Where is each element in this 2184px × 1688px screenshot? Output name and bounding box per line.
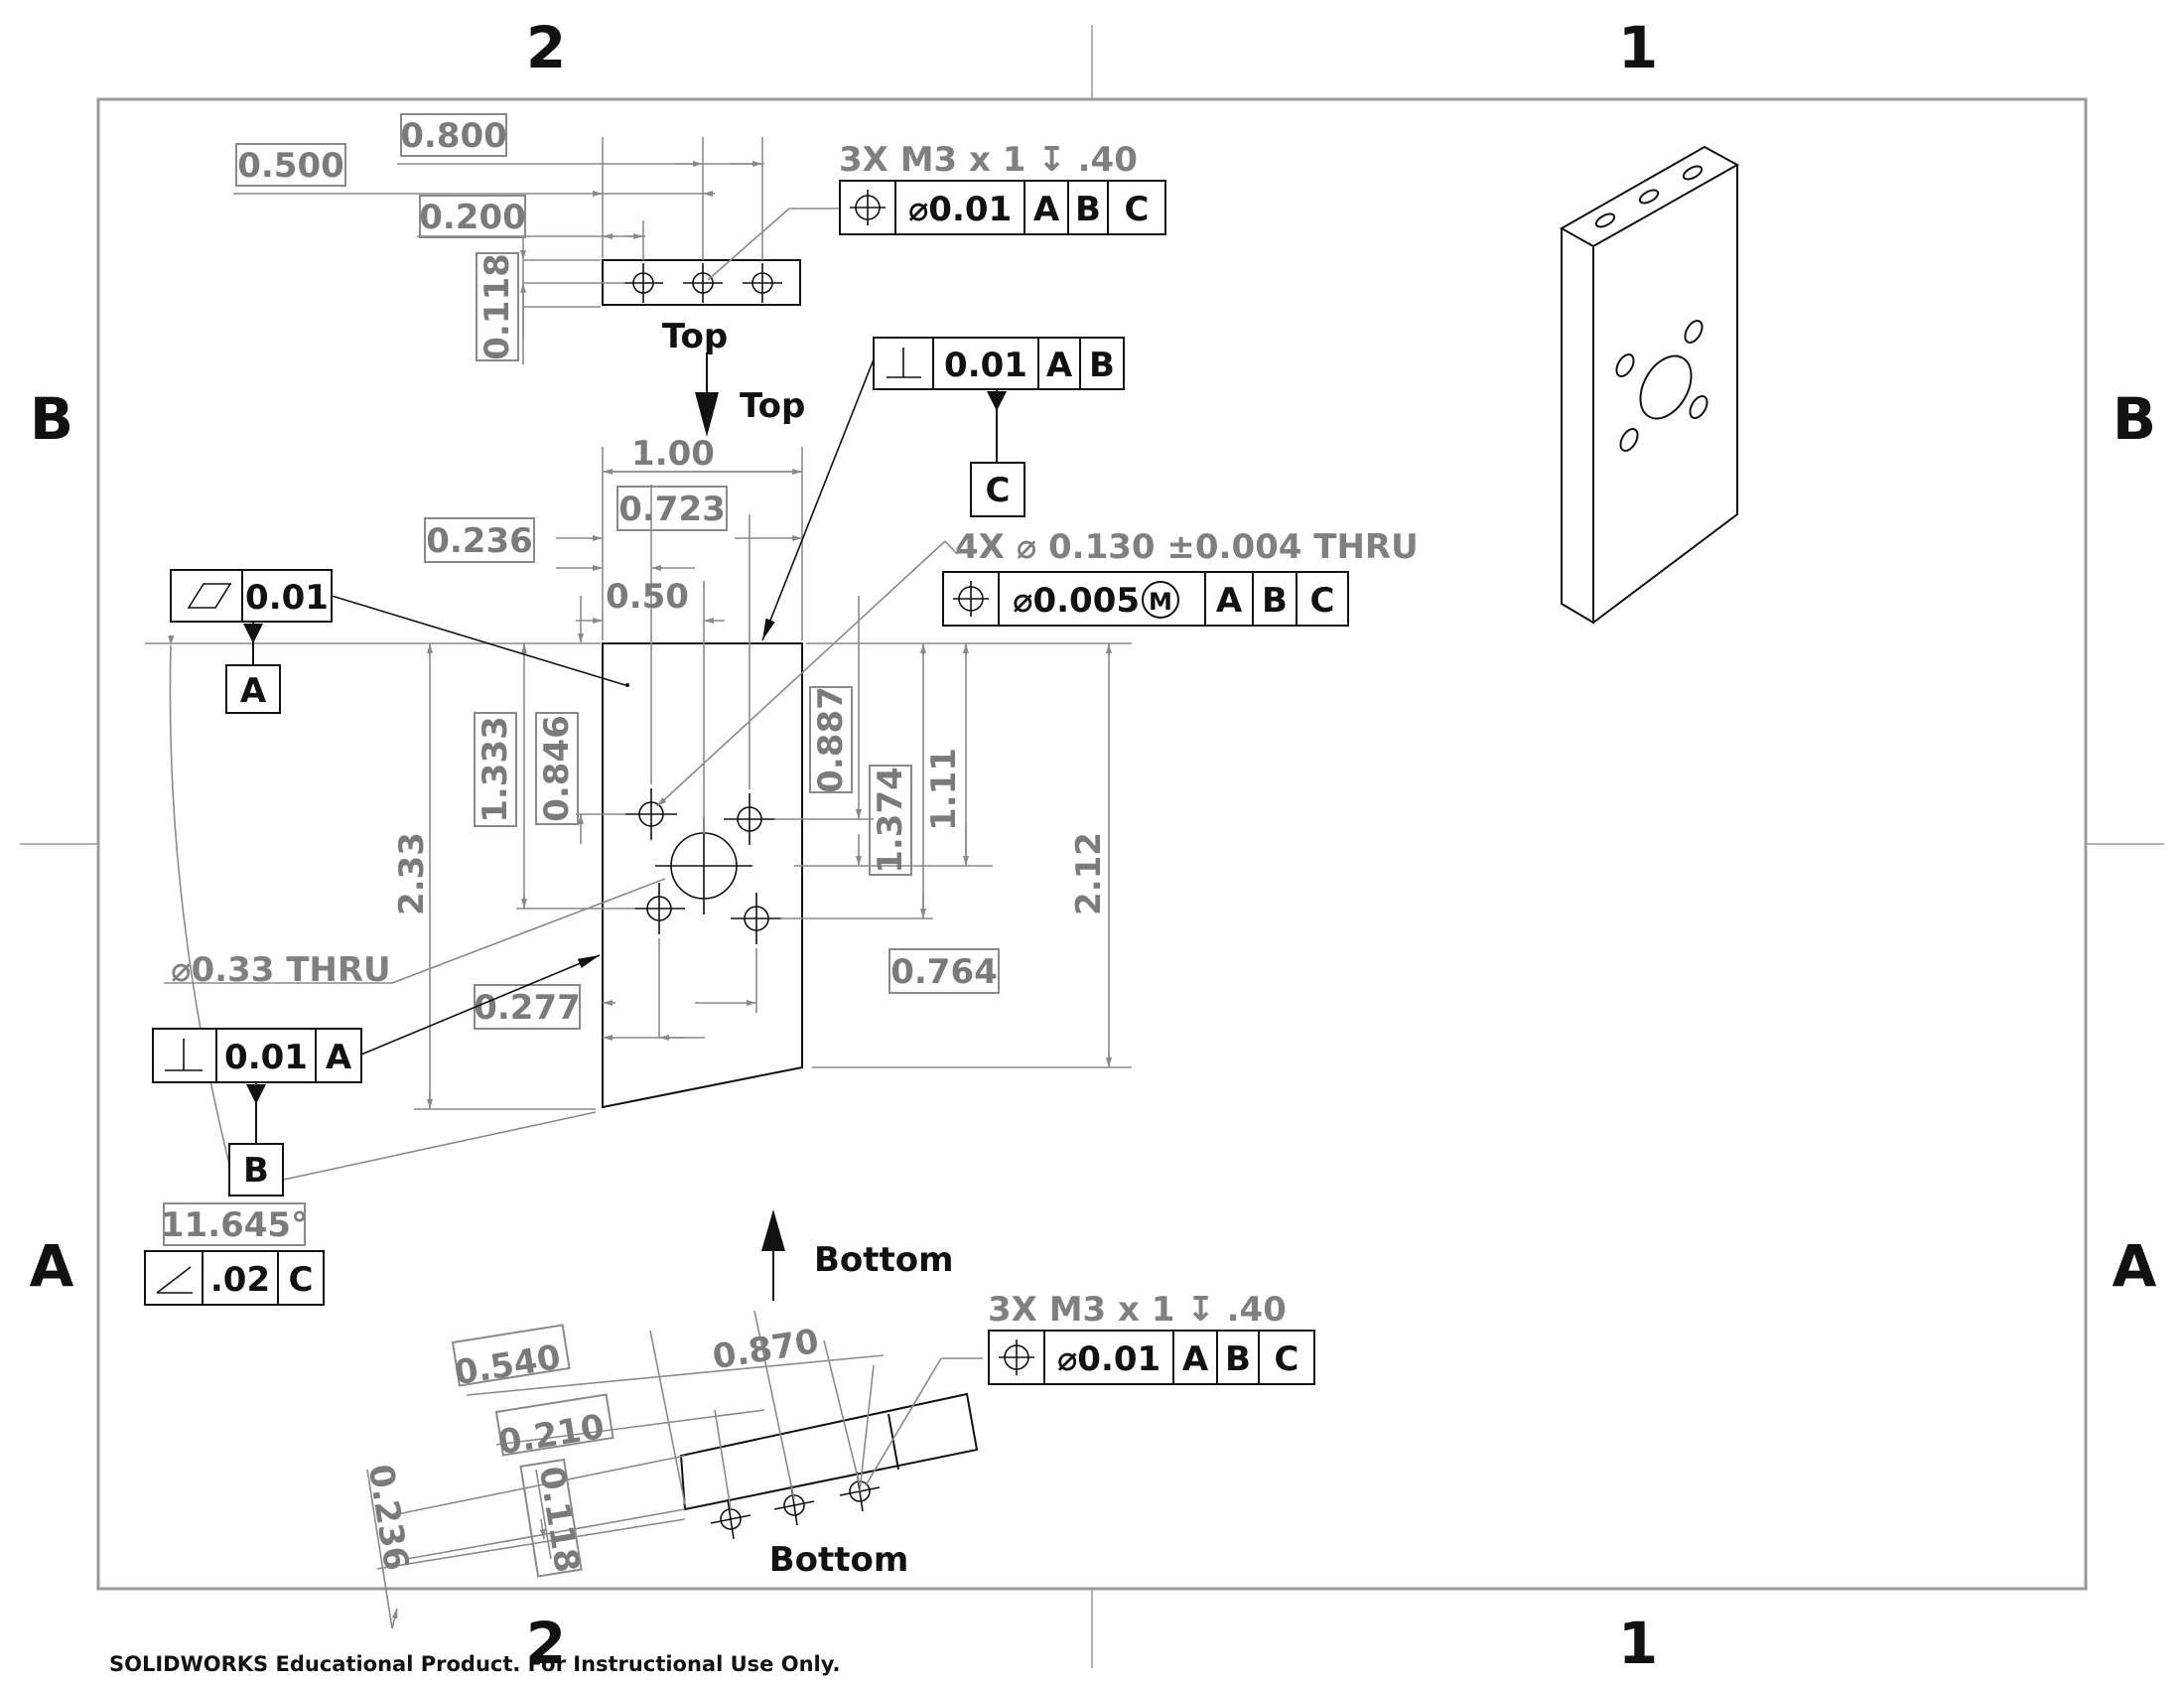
dim-angle: 11.645°	[161, 1205, 308, 1245]
dim-2-12: 2.12	[1069, 832, 1109, 915]
dim-0-846: 0.846	[537, 715, 577, 822]
flatness-fcf: 0.01	[170, 569, 626, 686]
zone-right-a: A	[2113, 1232, 2157, 1300]
datum-b-feature: B	[228, 1082, 284, 1196]
front-hole-fcf-datum-b: B	[1262, 581, 1288, 621]
perp-ab-datum-b: B	[1089, 346, 1115, 385]
angularity-icon	[156, 1266, 193, 1294]
angularity-fcf: .02 C	[144, 1250, 325, 1306]
position-icon	[953, 581, 989, 617]
zone-bottom-1: 1	[1618, 1610, 1658, 1677]
footer-notice: SOLIDWORKS Educational Product. For Inst…	[109, 1652, 840, 1676]
angularity-tolerance: .02	[210, 1260, 270, 1300]
top-hole-note: 3X M3 x 1 ↧ .40	[839, 140, 1138, 180]
perp-ab-tolerance: 0.01	[944, 346, 1027, 385]
dim-0-200: 0.200	[419, 198, 526, 237]
dim-0-236-bottom: 0.236	[360, 1462, 416, 1573]
top-fcf-datum-a: A	[1033, 190, 1060, 229]
zone-left-a: A	[30, 1232, 74, 1300]
zone-right-b: B	[2113, 385, 2156, 453]
top-view-arrow-label: Top	[740, 386, 805, 426]
dim-1-333: 1.333	[476, 716, 515, 823]
front-hole-fcf-modifier: M	[1149, 588, 1172, 616]
datum-triangle-icon	[987, 391, 1007, 411]
dim-0-887: 0.887	[811, 686, 851, 793]
bottom-fcf-datum-a: A	[1182, 1339, 1209, 1379]
view-arrow-icon	[695, 392, 719, 437]
perpendicularity-icon	[165, 1039, 203, 1071]
dim-0-723: 0.723	[618, 490, 726, 529]
front-hole-fcf-datum-c: C	[1310, 581, 1335, 621]
bottom-position-fcf: ⌀0.01 A B C	[988, 1330, 1315, 1385]
datum-c-feature: C	[970, 389, 1025, 517]
flatness-icon	[187, 583, 232, 609]
front-hole-fcf-tolerance: ⌀0.005	[1013, 581, 1140, 621]
zone-top-1: 1	[1618, 14, 1658, 81]
bottom-fcf-tolerance: ⌀0.01	[1057, 1339, 1160, 1379]
datum-b-label: B	[243, 1151, 269, 1191]
zone-top-2: 2	[526, 14, 566, 81]
datum-a-feature: A	[225, 622, 281, 714]
front-hole-fcf-datum-a: A	[1216, 581, 1243, 621]
top-fcf-tolerance: ⌀0.01	[908, 190, 1012, 229]
dim-0-236-front: 0.236	[426, 521, 533, 561]
bottom-hole-note: 3X M3 x 1 ↧ .40	[988, 1290, 1287, 1330]
perp-ab-datum-a: A	[1046, 346, 1073, 385]
top-view-label: Top	[662, 317, 728, 356]
zone-left-b: B	[30, 385, 73, 453]
dim-0-277: 0.277	[474, 988, 581, 1028]
front-view: 1.00 0.723 0.236 0.50 1.333 0.846 0.887 …	[144, 337, 1419, 1306]
front-hole-note: 4X ⌀ 0.130 ±0.004 THRU	[955, 527, 1419, 567]
top-fcf-datum-b: B	[1075, 190, 1101, 229]
position-icon	[999, 1339, 1034, 1375]
datum-triangle-icon	[243, 624, 263, 643]
bottom-view: Bottom 0.540 0.870	[360, 1209, 1315, 1629]
top-view: 0.500 0.800 0.200 0.118 Top Top 3X M3 x …	[233, 113, 1166, 437]
top-position-fcf: ⌀0.01 A B C	[839, 180, 1166, 235]
top-fcf-datum-c: C	[1125, 190, 1150, 229]
isometric-view	[1559, 145, 1740, 625]
position-icon	[850, 190, 886, 225]
mmc-modifier-icon	[1142, 581, 1179, 619]
perp-a-datum-a: A	[326, 1038, 352, 1077]
bottom-fcf-datum-c: C	[1275, 1339, 1299, 1379]
bore-note: ⌀0.33 THRU	[171, 950, 391, 990]
perpendicularity-a-fcf: 0.01 A	[152, 954, 601, 1083]
perpendicularity-ab-fcf: 0.01 A B	[761, 337, 1125, 641]
dim-0-50: 0.50	[606, 577, 689, 617]
bottom-view-label: Bottom	[769, 1540, 909, 1580]
view-arrow-icon	[761, 1209, 785, 1251]
dim-0-540: 0.540	[452, 1337, 563, 1393]
dim-0-500: 0.500	[237, 146, 344, 186]
dim-0-118-top: 0.118	[478, 253, 517, 360]
dim-0-210: 0.210	[495, 1407, 607, 1463]
dim-0-764: 0.764	[890, 952, 998, 992]
front-hole-position-fcf: ⌀0.005 M A B C	[942, 571, 1349, 627]
sheet-border	[20, 25, 2164, 1668]
flatness-tolerance: 0.01	[245, 578, 329, 618]
zone-bottom-2: 2	[526, 1610, 566, 1677]
dim-1-00: 1.00	[631, 434, 715, 474]
dim-1-11: 1.11	[924, 748, 964, 831]
dim-1-374: 1.374	[871, 767, 910, 874]
dim-0-800: 0.800	[400, 116, 507, 156]
datum-a-label: A	[240, 671, 267, 711]
dim-0-870: 0.870	[710, 1322, 821, 1377]
bottom-fcf-datum-b: B	[1225, 1339, 1251, 1379]
bottom-view-arrow-label: Bottom	[814, 1240, 954, 1280]
datum-c-label: C	[986, 471, 1011, 510]
angularity-datum-c: C	[289, 1260, 314, 1300]
dim-0-118-bottom: 0.118	[531, 1464, 587, 1575]
perp-a-tolerance: 0.01	[224, 1038, 308, 1077]
datum-triangle-icon	[246, 1084, 266, 1104]
dim-2-33: 2.33	[392, 832, 432, 915]
perpendicularity-icon	[887, 348, 921, 378]
flatness-leader-dot	[625, 683, 629, 687]
